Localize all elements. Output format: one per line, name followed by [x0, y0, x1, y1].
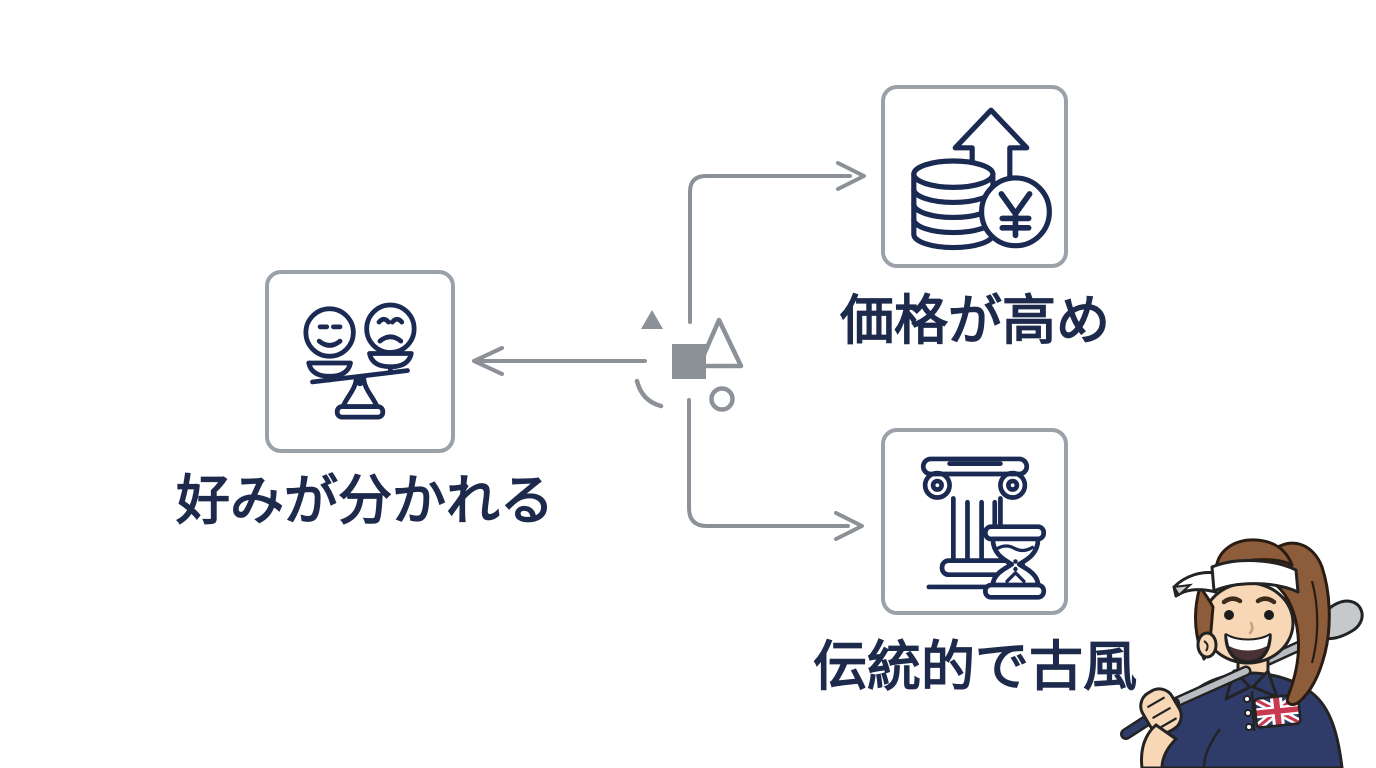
forearm	[1140, 723, 1179, 768]
golfer-face	[1172, 538, 1300, 665]
arrow-to-left-node	[472, 346, 647, 376]
label-preference: 好みが分かれる	[176, 471, 554, 531]
coins-yen-rising-arrow-icon	[910, 107, 1052, 250]
female-golfer-mascot	[1120, 538, 1364, 768]
arrow-to-top-right-node	[688, 161, 866, 324]
gripping-hand	[1139, 687, 1183, 735]
node-price	[881, 85, 1068, 268]
scattered-shapes-icon	[634, 310, 744, 412]
label-price: 価格が高め	[840, 291, 1110, 351]
visor	[1172, 559, 1300, 598]
polo-shirt	[1156, 669, 1344, 768]
label-tradition: 伝統的で古風	[813, 637, 1137, 697]
smiling-mouth	[1224, 633, 1272, 664]
greek-column-hourglass-icon	[920, 456, 1046, 600]
balance-scale-faces-icon	[303, 302, 417, 419]
node-preference	[265, 270, 455, 453]
node-tradition	[881, 428, 1068, 615]
arrow-to-bottom-right-node	[687, 398, 864, 541]
